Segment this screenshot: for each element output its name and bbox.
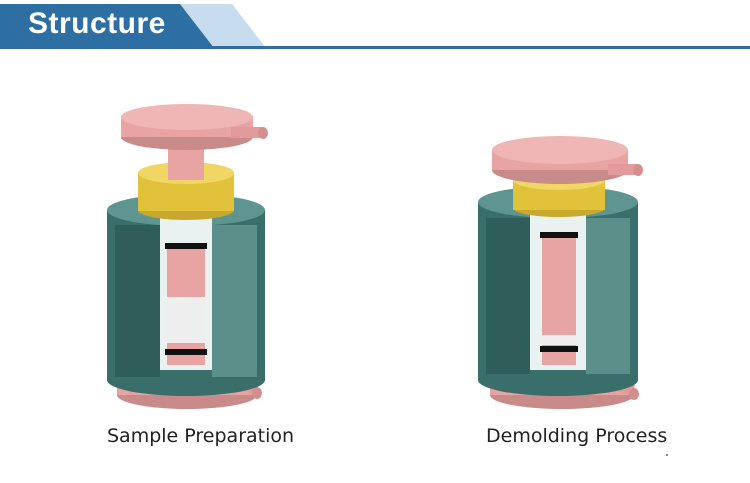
decorative-dot [666, 454, 668, 456]
header-banner: Structure [0, 0, 750, 52]
page-title: Structure [28, 7, 166, 40]
demolding-process-caption: Demolding Process [486, 425, 668, 447]
sample-preparation-caption: Sample Preparation [107, 425, 295, 447]
header-shape [0, 4, 750, 49]
sample-preparation-diagram [107, 104, 268, 409]
demolding-process-diagram [478, 136, 643, 409]
